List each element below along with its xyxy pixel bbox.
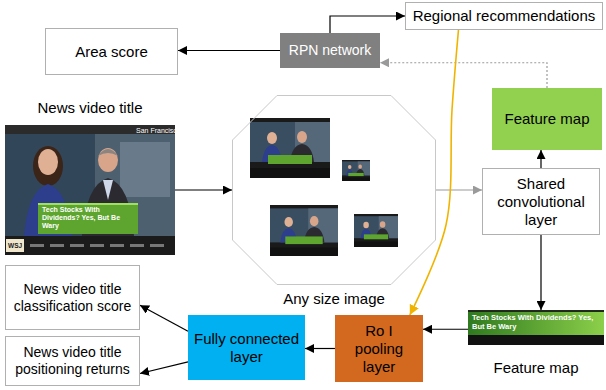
node-label: News video title classification score: [6, 281, 139, 315]
feature-map-image: [468, 310, 604, 345]
layer-box: Fully connected layer: [188, 315, 305, 380]
caption-text: San Francisco: [136, 127, 181, 135]
flow-arrow: [140, 305, 188, 331]
node-label: RPN network: [284, 42, 376, 59]
output-box: News video title positioning returns: [5, 336, 140, 386]
flow-arrow: [178, 50, 280, 51]
octagon-outline: [233, 96, 436, 285]
image-octagon: Any size image: [232, 95, 436, 285]
logo-text: WSJ: [8, 242, 22, 249]
flow-arrow: [540, 235, 541, 310]
flow-arrow: [330, 16, 405, 33]
node-heading: News video title: [0, 99, 195, 117]
node-label: News video title positioning returns: [6, 344, 139, 378]
input-image: News video title: [5, 125, 175, 255]
node-label: Ro I pooling layer: [335, 322, 423, 376]
node-label: Shared convolutional layer: [483, 175, 599, 229]
node-label: Area score: [70, 43, 153, 61]
output-box: Regional recommendations: [405, 2, 603, 30]
node-heading: Feature map: [448, 359, 606, 377]
flow-arrow: [175, 189, 232, 190]
layer-box: Ro I pooling layer: [335, 315, 423, 382]
octagon-outline: [232, 95, 436, 285]
flow-arrow: [380, 63, 547, 88]
banner-text: Tech Stocks With Dividends? Yes, But Be …: [472, 314, 594, 331]
flow-arrow: [305, 348, 335, 349]
output-box: News video title classification score: [5, 265, 140, 330]
layer-box: Shared convolutional layer: [482, 168, 600, 235]
node-label: Feature map: [499, 110, 594, 128]
thumbnails: [250, 118, 398, 256]
output-box: Area score: [45, 28, 178, 75]
node-label: Fully connected layer: [188, 330, 305, 366]
news-screenshot: [5, 125, 175, 255]
flow-arrow: [436, 189, 482, 190]
flow-arrow: [540, 150, 541, 168]
flow-arrow: [423, 329, 468, 330]
flow-arrow: [410, 30, 459, 315]
banner-text: Tech Stocks With Dividends? Yes, But Be …: [42, 206, 136, 230]
node-heading: Any size image: [212, 290, 456, 308]
flow-arrow: [140, 362, 188, 374]
feature-map-box: Feature map: [492, 88, 602, 150]
node-label: Regional recommendations: [408, 7, 601, 25]
network-box: RPN network: [280, 33, 380, 68]
